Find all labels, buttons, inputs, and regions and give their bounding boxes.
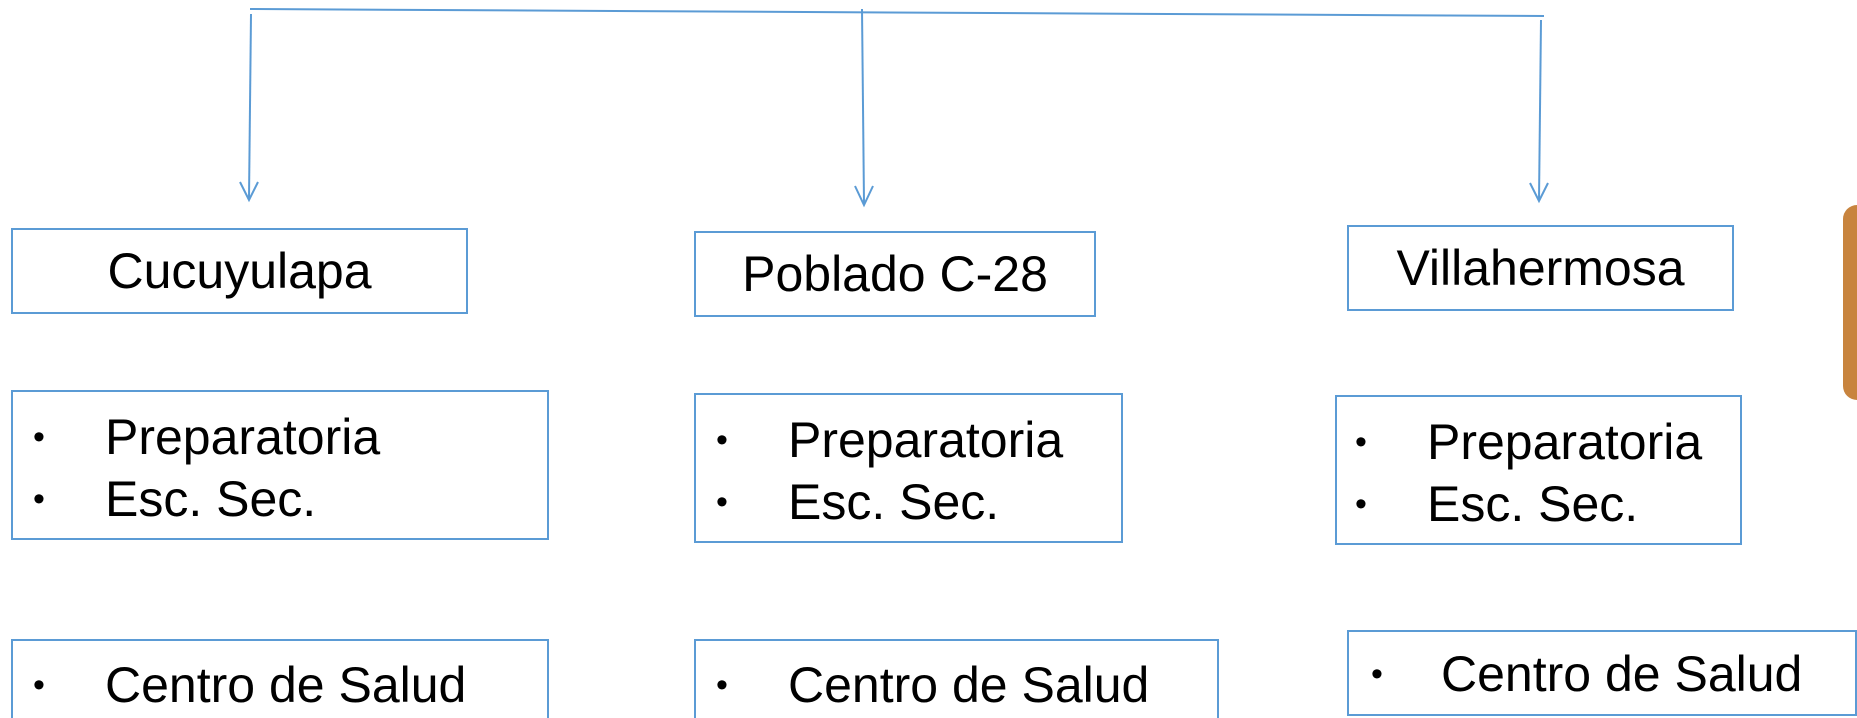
health-box: •Centro de Salud	[11, 639, 549, 718]
bullet-icon: •	[1355, 423, 1367, 461]
schools-list: •Preparatoria •Esc. Sec.	[13, 406, 547, 530]
health-list: •Centro de Salud	[13, 641, 547, 718]
list-item: •Centro de Salud	[13, 641, 547, 718]
health-list: •Centro de Salud	[696, 641, 1217, 718]
schools-list: •Preparatoria •Esc. Sec.	[696, 409, 1121, 533]
list-item: •Esc. Sec.	[13, 468, 547, 530]
schools-box: •Preparatoria •Esc. Sec.	[694, 393, 1123, 543]
bullet-icon: •	[716, 421, 728, 459]
bullet-icon: •	[716, 483, 728, 521]
health-box: •Centro de Salud	[1347, 630, 1857, 716]
bullet-icon: •	[1371, 655, 1383, 693]
bullet-icon: •	[33, 666, 45, 704]
top-connector-line	[249, 8, 1545, 17]
bullet-icon: •	[33, 480, 45, 518]
cropped-illustration	[1843, 205, 1857, 400]
list-item: •Centro de Salud	[1349, 632, 1855, 716]
list-item: •Preparatoria	[696, 409, 1121, 471]
list-item: •Preparatoria	[1337, 411, 1740, 473]
health-box: •Centro de Salud	[694, 639, 1219, 718]
node-title: Cucuyulapa	[107, 243, 372, 299]
bullet-icon: •	[716, 666, 728, 704]
list-item: •Centro de Salud	[696, 641, 1217, 718]
node-title-box: Poblado C-28	[694, 231, 1096, 317]
node-title: Villahermosa	[1396, 240, 1685, 296]
arrow-shaft-1	[248, 13, 252, 199]
arrow-shaft-3	[1538, 19, 1542, 201]
health-list: •Centro de Salud	[1349, 632, 1855, 716]
node-title-box: Cucuyulapa	[11, 228, 468, 314]
node-title: Poblado C-28	[742, 246, 1048, 302]
node-title-box: Villahermosa	[1347, 225, 1734, 311]
list-item: •Esc. Sec.	[1337, 473, 1740, 535]
schools-list: •Preparatoria •Esc. Sec.	[1337, 411, 1740, 535]
list-item: •Esc. Sec.	[696, 471, 1121, 533]
bullet-icon: •	[1355, 485, 1367, 523]
arrow-head-3	[1529, 182, 1549, 204]
arrow-head-2	[854, 185, 874, 208]
bullet-icon: •	[33, 418, 45, 456]
schools-box: •Preparatoria •Esc. Sec.	[11, 390, 549, 540]
arrow-head-1	[239, 181, 259, 203]
arrow-shaft-2	[861, 8, 865, 204]
list-item: •Preparatoria	[13, 406, 547, 468]
schools-box: •Preparatoria •Esc. Sec.	[1335, 395, 1742, 545]
